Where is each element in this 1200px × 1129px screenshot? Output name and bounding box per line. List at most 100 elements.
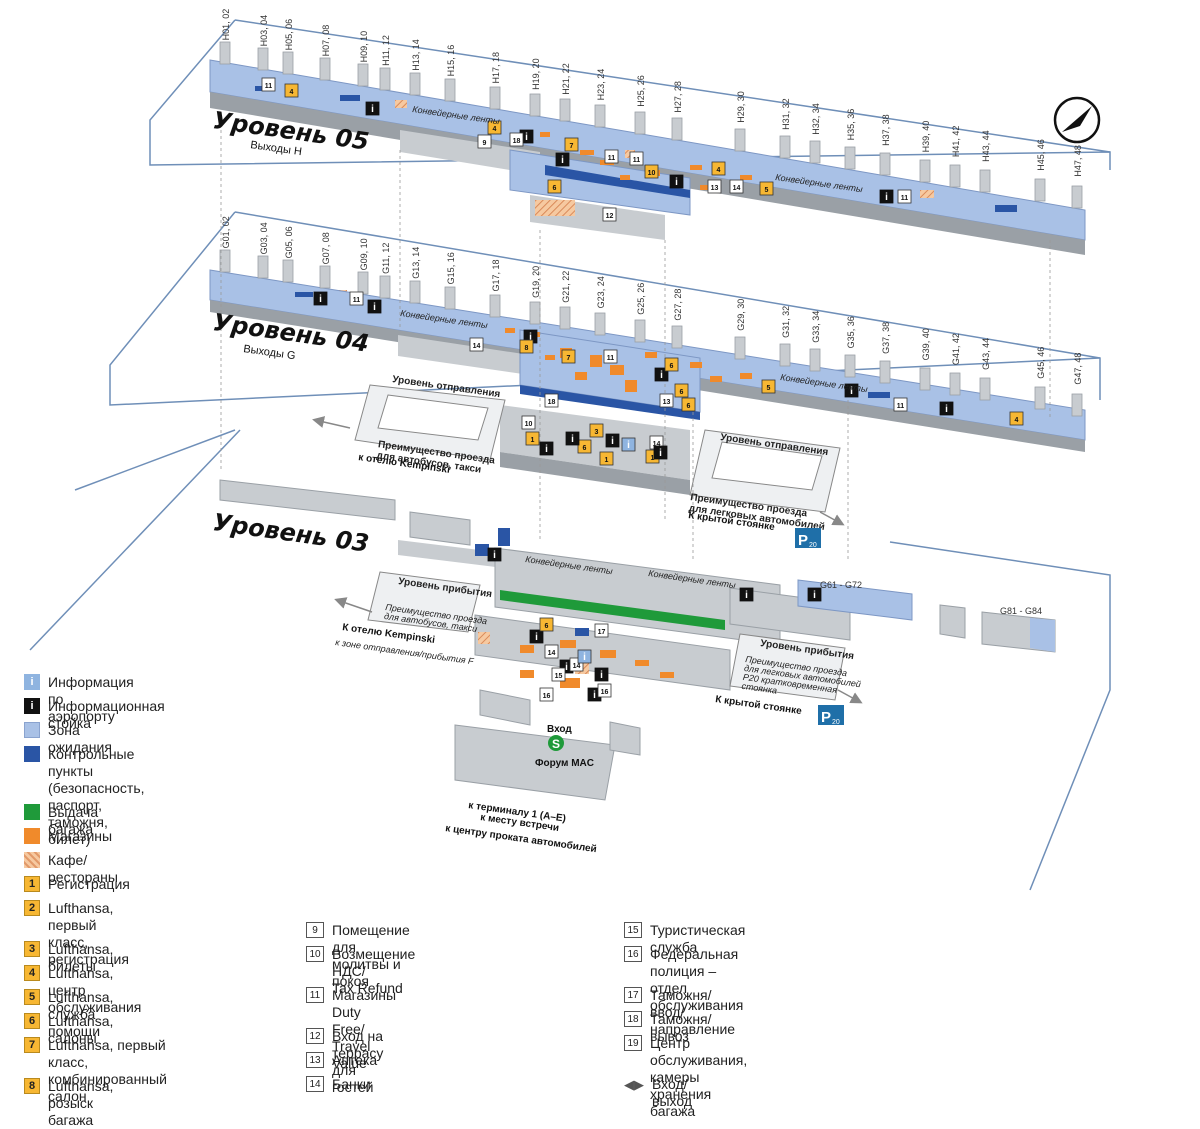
- legend-swatch-icon: 10: [306, 946, 324, 962]
- marker-label-12: 11: [901, 195, 909, 202]
- marker-desk-57: [594, 667, 609, 682]
- marker-box-31: [659, 393, 674, 408]
- gate-label-g-11: G23, 24: [596, 276, 606, 308]
- marker-desk-21: [313, 291, 328, 306]
- level-03-title: Уровень 03: [211, 508, 371, 558]
- marker-box-30: [544, 393, 559, 408]
- legend-swatch-icon: 3: [24, 941, 40, 957]
- legend-text: Таможня/ввод/направление: [650, 987, 736, 1037]
- legend-swatch-icon: 8: [24, 1078, 40, 1094]
- marker-box-5: [261, 77, 276, 92]
- level-04-concourse: [209, 249, 1086, 495]
- legend-text: Lufthansa, розыск багажа: [48, 1078, 114, 1128]
- marker-label-0: i: [371, 104, 374, 115]
- gate-label-h-1: H03, 04: [259, 15, 269, 47]
- gate-label-h-21: H43, 44: [981, 130, 991, 162]
- marker-label-50: i: [659, 448, 662, 459]
- legend-text: Информация по аэропорту: [48, 674, 134, 724]
- marker-label-36: 7: [567, 355, 571, 362]
- marker-label-66: 6: [545, 623, 549, 630]
- marker-label-10: 13: [711, 185, 719, 192]
- marker-label-63: 16: [601, 689, 609, 696]
- legend-swatch-icon: 9: [306, 922, 324, 938]
- marker-label-42: 1: [531, 437, 535, 444]
- legend-text: Зона ожидания: [48, 722, 112, 755]
- legend-text: Банки: [332, 1076, 371, 1092]
- legend-swatch-icon: [24, 852, 40, 868]
- gate-label-g-17: G35, 36: [846, 316, 856, 348]
- legend-swatch-icon: 1: [24, 876, 40, 892]
- marker-yel-19: [547, 179, 562, 194]
- legend-swatch-icon: 16: [624, 946, 642, 962]
- marker-yel-45: [599, 451, 614, 466]
- marker-info-51: [621, 437, 636, 452]
- gate-label-h-11: H23, 24: [596, 69, 606, 101]
- to-parking-l03: К крытой стоянке: [715, 694, 803, 717]
- marker-label-47: i: [571, 434, 574, 445]
- gate-label-g-2: G05, 06: [284, 226, 294, 258]
- legend-text: Кафе/рестораны: [48, 852, 118, 885]
- legend-text: Помещение для молитвы и покоя: [332, 922, 410, 989]
- marker-desk-26: [939, 401, 954, 416]
- marker-label-26: i: [945, 404, 948, 415]
- gate-label-h-12: H25, 26: [636, 75, 646, 107]
- leg-left-item-6: Кафе/рестораны: [24, 852, 118, 886]
- legend-swatch-icon: 2: [24, 900, 40, 916]
- gate-label-g-7: G15, 16: [446, 252, 456, 284]
- gate-label-g-1: G03, 04: [259, 222, 269, 254]
- marker-label-39: 5: [767, 385, 771, 392]
- gate-label-g-13: G27, 28: [673, 289, 683, 321]
- marker-box-28: [469, 337, 484, 352]
- marker-box-60: [544, 644, 559, 659]
- marker-box-63: [597, 683, 612, 698]
- marker-label-45: 1: [605, 457, 609, 464]
- marker-label-27: 11: [353, 297, 361, 304]
- gate-label-g-20: G41, 42: [951, 333, 961, 365]
- gate-label-h-17: H35, 36: [846, 109, 856, 141]
- marker-label-48: i: [611, 436, 614, 447]
- marker-desk-22: [367, 299, 382, 314]
- marker-yel-38: [674, 383, 689, 398]
- parking-sign-l04: P 20: [795, 528, 821, 549]
- legend-swatch-icon: [24, 804, 40, 820]
- legend-text: Lufthansa, салоны: [48, 1013, 114, 1046]
- arrival-zone-left: [367, 571, 481, 633]
- legend-swatch-icon: [24, 828, 40, 844]
- marker-desk-50: [653, 445, 668, 460]
- legend-swatch-icon: 17: [624, 987, 642, 1003]
- legend-text: Lufthansa, первый класс, комбинированный…: [48, 1037, 167, 1104]
- marker-label-24: i: [660, 370, 663, 381]
- marker-label-61: 15: [555, 673, 563, 680]
- marker-desk-25: [844, 383, 859, 398]
- departure-zone-right: [689, 429, 841, 513]
- level-05-outline: [149, 19, 1111, 170]
- legend-swatch-icon: 13: [306, 1052, 324, 1068]
- legend-text: Контрольные пункты (безопасность, паспор…: [48, 746, 145, 847]
- legend-swatch-icon: 18: [624, 1011, 642, 1027]
- gate-label-h-23: H47, 48: [1073, 145, 1083, 177]
- marker-label-14: 4: [290, 89, 294, 96]
- marker-desk-52: [487, 547, 502, 562]
- gate-label-g-6: G13, 14: [411, 247, 421, 279]
- marker-yel-35: [519, 339, 534, 354]
- marker-label-33: 10: [525, 421, 533, 428]
- marker-label-13: 12: [606, 213, 614, 220]
- legend-text: Магазины: [48, 828, 113, 844]
- gate-label-h-0: H01, 02: [221, 9, 231, 41]
- gate-label-h-14: H29, 30: [736, 91, 746, 123]
- marker-desk-49: [539, 441, 554, 456]
- marker-desk-55: [529, 629, 544, 644]
- forum-mac-label: Форум MAC: [535, 758, 594, 769]
- marker-label-64: 16: [543, 693, 551, 700]
- marker-label-52: i: [493, 550, 496, 561]
- marker-yel-39: [761, 379, 776, 394]
